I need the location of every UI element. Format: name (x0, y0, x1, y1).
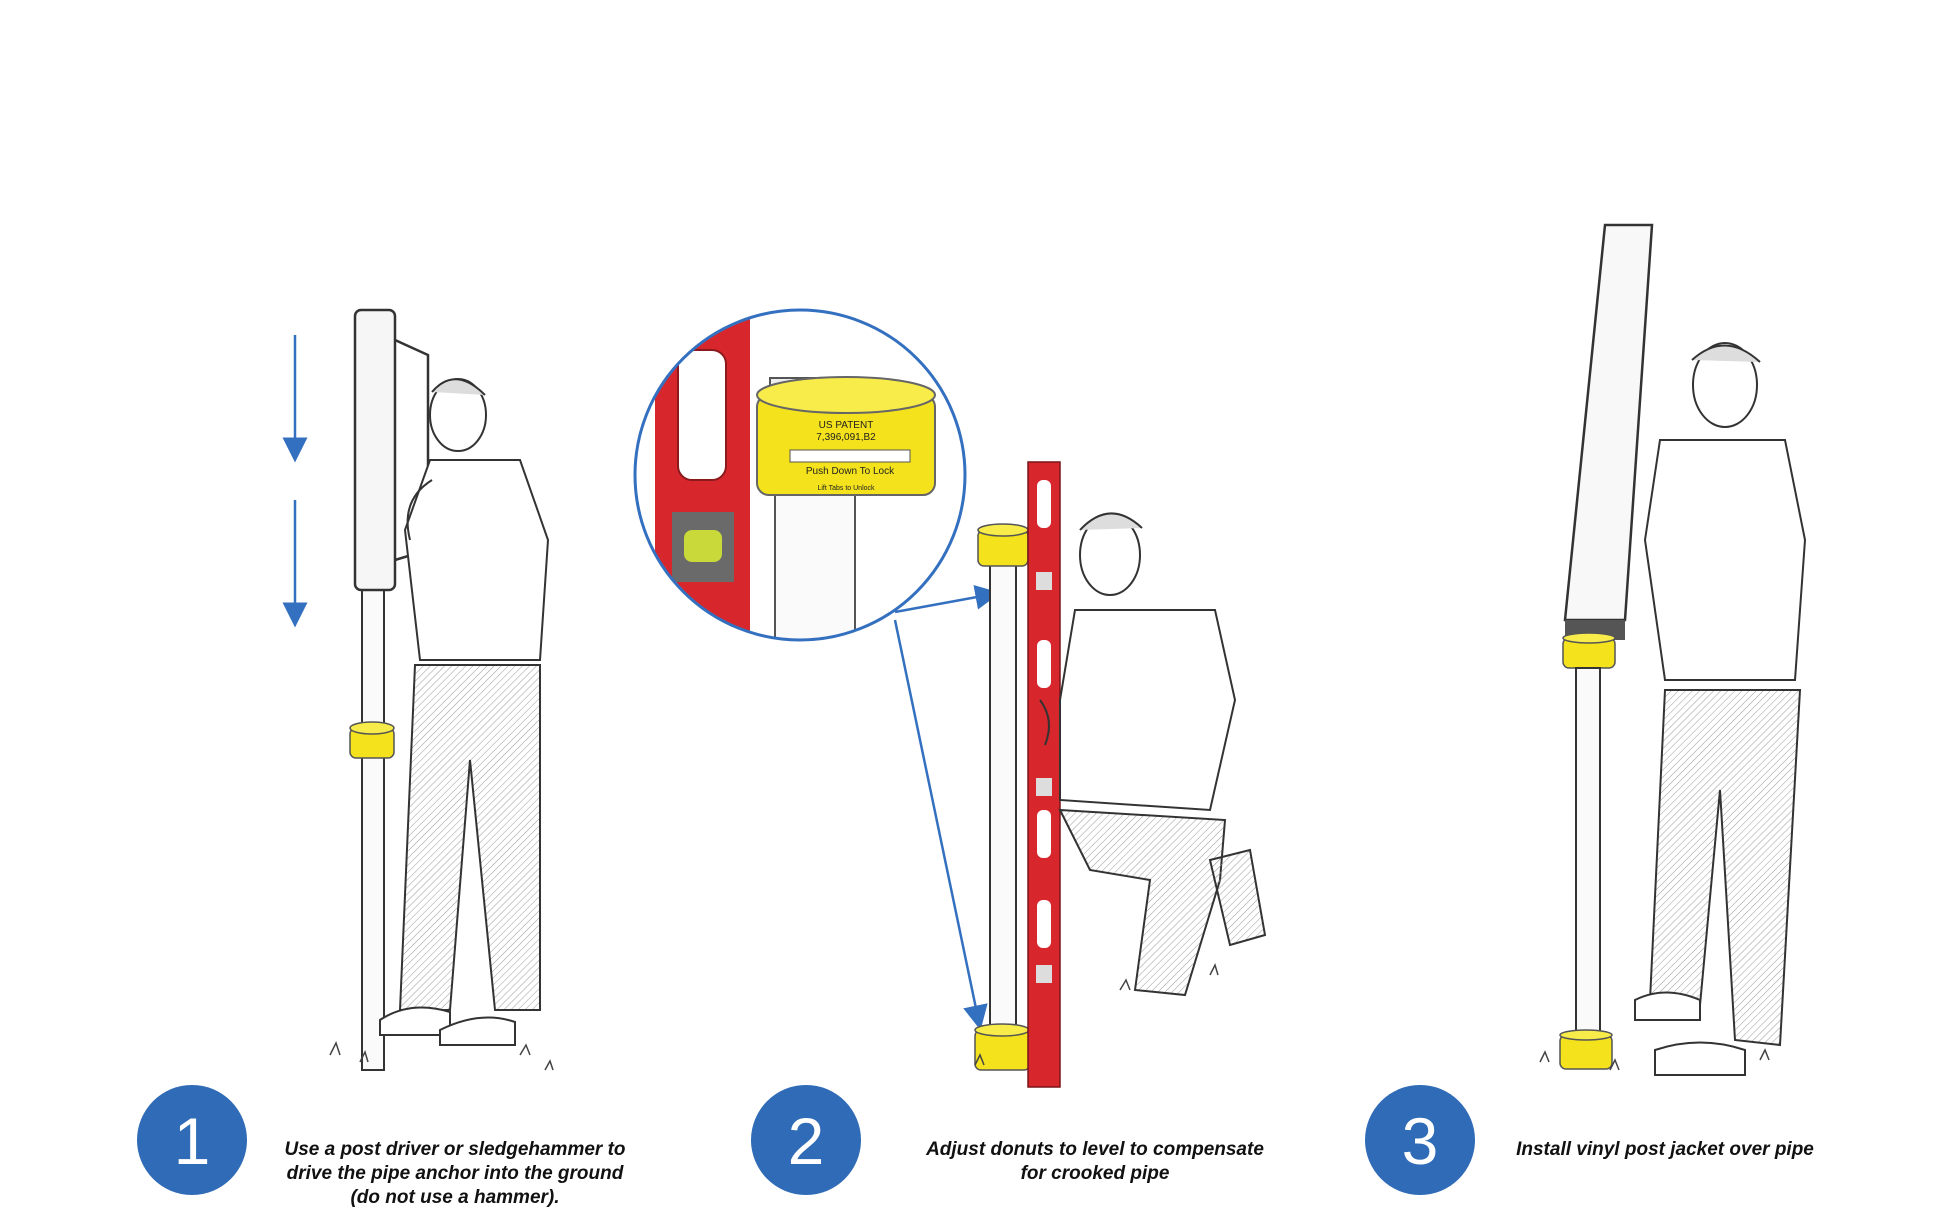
step-1-caption-line: drive the pipe anchor into the ground (286, 1163, 624, 1184)
step-3-caption: Install vinyl post jacket over pipe (1500, 1138, 1830, 1162)
pipe-anchor (1575, 667, 1601, 1039)
step-1-caption-line: (do not use a hammer). (350, 1187, 560, 1208)
step-2-caption: Adjust donuts to level to compensate for… (905, 1138, 1285, 1186)
patent-label: US PATENT (819, 420, 874, 431)
step-1-caption-line: Use a post driver or sledgehammer to (284, 1139, 626, 1160)
step-3-number: 3 (1402, 1104, 1439, 1178)
donut (977, 523, 1029, 567)
step-1-number: 1 (174, 1104, 211, 1178)
spirit-level (1027, 461, 1061, 1088)
callout-arrow-icon (893, 619, 988, 1031)
worker-figure (1039, 512, 1267, 997)
step-3-illustration (1539, 223, 1807, 1076)
donut (1559, 1029, 1613, 1070)
step-2-badge: 2 (751, 1085, 861, 1195)
donut (349, 721, 395, 759)
step-2-caption-line: for crooked pipe (1020, 1163, 1170, 1184)
post-driver (353, 308, 397, 592)
step-2-number: 2 (788, 1104, 825, 1178)
step-3-badge: 3 (1365, 1085, 1475, 1195)
pipe-anchor (989, 549, 1017, 1041)
inset-zoom-circle: US PATENT 7,396,091,B2 Push Down To Lock… (633, 308, 967, 642)
patent-number: 7,396,091,B2 (816, 432, 876, 443)
step-3-caption-line: Install vinyl post jacket over pipe (1516, 1139, 1814, 1160)
vinyl-post-jacket (1563, 223, 1654, 622)
step-2-illustration: US PATENT 7,396,091,B2 Push Down To Lock… (633, 308, 1267, 1088)
worker-figure (1634, 342, 1807, 1076)
step-1-badge: 1 (137, 1085, 247, 1195)
step-1-illustration (282, 308, 554, 1071)
unlock-label: Lift Tabs to Unlock (817, 485, 875, 492)
donut (1562, 632, 1616, 669)
callout-arrow-icon (894, 584, 1001, 614)
lock-label: Push Down To Lock (806, 466, 895, 477)
donut (974, 1023, 1031, 1071)
step-1-caption: Use a post driver or sledgehammer to dri… (265, 1138, 645, 1210)
step-2-caption-line: Adjust donuts to level to compensate (926, 1139, 1264, 1160)
worker-figure (379, 378, 550, 1046)
